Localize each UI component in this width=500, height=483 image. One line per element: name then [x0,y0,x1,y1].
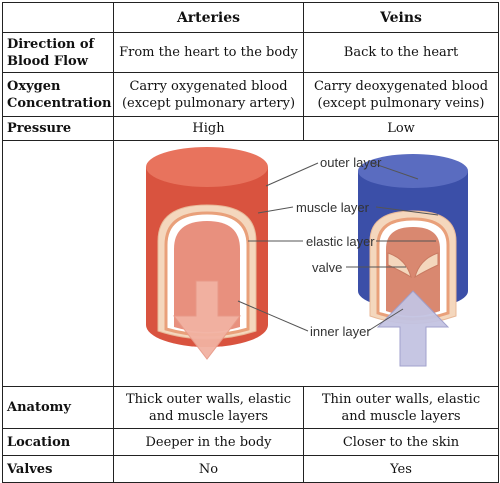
vein-top [358,154,468,188]
vein-inner-layer [386,227,440,316]
label-muscle-layer: muscle layer [296,200,370,215]
label-inner-layer: inner layer [310,324,371,339]
label-elastic-layer: elastic layer [306,234,375,249]
artery-inner-layer [174,221,240,332]
figure-empty-cell [2,140,114,387]
table-row: Direction of Blood Flow From the heart t… [2,32,499,73]
veins-oxygen: Carry deoxygenated blood (except pulmona… [303,72,499,117]
veins-location: Closer to the skin [303,428,499,456]
label-outer-layer: outer layer [320,155,382,170]
table-row: Pressure High Low [2,116,499,141]
leader-lines [237,162,439,332]
table-row: Oxygen Concentration Carry oxygenated bl… [2,72,499,117]
arteries-column-header: Arteries [113,2,304,33]
figure-row: outer layer muscle layer elastic layer v… [2,140,499,387]
table-row: Location Deeper in the body Closer to th… [2,428,499,456]
row-label-oxygen: Oxygen Concentration [2,72,114,117]
row-label-anatomy: Anatomy [2,386,114,429]
header-row: Arteries Veins [2,2,499,33]
table-row: Valves No Yes [2,455,499,483]
label-valve: valve [312,260,342,275]
veins-valves: Yes [303,455,499,483]
veins-column-header: Veins [303,2,499,33]
arteries-location: Deeper in the body [113,428,304,456]
veins-pressure: Low [303,116,499,141]
vessel-diagram-cell: outer layer muscle layer elastic layer v… [113,140,499,387]
veins-direction: Back to the heart [303,32,499,73]
corner-cell [2,2,114,33]
arteries-anatomy: Thick outer walls, elastic and muscle la… [113,386,304,429]
row-label-valves: Valves [2,455,114,483]
row-label-pressure: Pressure [2,116,114,141]
arteries-valves: No [113,455,304,483]
vein-valve-right [414,252,439,279]
arteries-direction: From the heart to the body [113,32,304,73]
vein-flow-arrow [376,290,450,367]
vessel-diagram: outer layer muscle layer elastic layer v… [146,147,468,367]
artery-top [146,147,268,187]
row-label-location: Location [2,428,114,456]
arteries-pressure: High [113,116,304,141]
row-label-direction: Direction of Blood Flow [2,32,114,73]
artery-flow-arrow [172,280,242,360]
arteries-oxygen: Carry oxygenated blood (except pulmonary… [113,72,304,117]
table-row: Anatomy Thick outer walls, elastic and m… [2,386,499,429]
veins-anatomy: Thin outer walls, elastic and muscle lay… [303,386,499,429]
vein-illustration [358,154,468,367]
artery-illustration [146,147,268,360]
